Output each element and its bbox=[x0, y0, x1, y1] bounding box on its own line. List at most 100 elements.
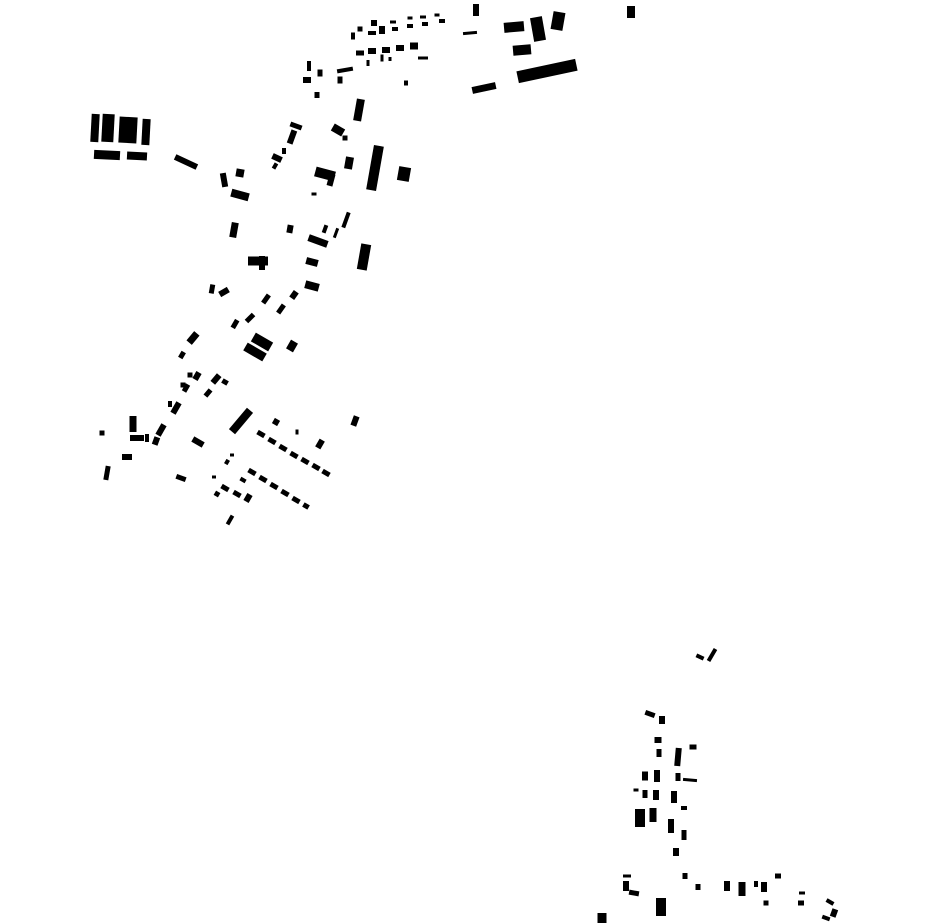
building-footprint bbox=[232, 489, 242, 499]
building-footprint bbox=[126, 151, 148, 161]
building-footprint bbox=[825, 898, 835, 906]
building-footprint bbox=[366, 144, 384, 192]
building-footprint bbox=[280, 488, 290, 498]
building-footprint bbox=[396, 45, 404, 51]
building-footprint bbox=[230, 453, 234, 457]
building-footprint bbox=[315, 438, 325, 450]
building-footprint bbox=[649, 808, 657, 822]
building-footprint bbox=[337, 76, 343, 84]
building-footprint bbox=[798, 900, 804, 906]
building-footprint bbox=[289, 121, 303, 131]
building-footprint bbox=[289, 450, 299, 460]
building-footprint bbox=[247, 467, 257, 477]
building-footprint bbox=[186, 331, 200, 345]
building-footprint bbox=[302, 502, 310, 510]
building-footprint bbox=[530, 16, 546, 42]
building-footprint bbox=[271, 417, 281, 427]
building-footprint bbox=[289, 290, 299, 300]
building-footprint bbox=[368, 31, 376, 35]
building-footprint bbox=[659, 716, 665, 724]
building-footprint bbox=[356, 243, 372, 271]
building-footprint bbox=[356, 50, 364, 56]
building-footprint bbox=[404, 80, 408, 86]
building-footprint bbox=[248, 256, 268, 266]
building-footprint bbox=[271, 153, 283, 163]
building-footprint bbox=[173, 154, 199, 170]
building-footprint bbox=[388, 57, 392, 61]
building-footprint bbox=[230, 318, 240, 330]
building-footprint bbox=[295, 429, 299, 435]
building-footprint bbox=[754, 881, 758, 887]
building-footprint bbox=[145, 434, 149, 442]
building-footprint bbox=[371, 20, 377, 26]
building-footprint bbox=[368, 48, 376, 54]
building-footprint bbox=[191, 436, 205, 448]
building-footprint bbox=[256, 429, 266, 439]
building-footprint bbox=[706, 647, 718, 663]
building-footprint bbox=[642, 790, 648, 798]
building-footprint bbox=[341, 211, 351, 229]
building-footprint bbox=[829, 908, 839, 918]
building-footprint bbox=[628, 889, 640, 897]
building-footprint bbox=[244, 312, 256, 324]
building-footprint bbox=[141, 118, 151, 146]
building-footprint bbox=[627, 6, 635, 18]
building-footprint bbox=[129, 416, 137, 432]
building-footprint bbox=[695, 884, 701, 890]
building-footprint bbox=[512, 44, 532, 56]
building-footprint bbox=[682, 777, 698, 783]
building-footprint bbox=[738, 882, 746, 896]
building-footprint bbox=[682, 873, 688, 879]
building-footprint bbox=[379, 26, 385, 34]
building-footprint bbox=[239, 476, 247, 484]
building-footprint bbox=[259, 256, 265, 270]
building-footprint bbox=[178, 350, 186, 360]
building-footprint bbox=[635, 809, 645, 827]
building-footprint bbox=[103, 465, 111, 481]
building-footprint bbox=[269, 481, 279, 491]
building-footprint bbox=[192, 371, 202, 381]
building-footprint bbox=[286, 224, 294, 234]
building-footprint bbox=[330, 123, 346, 137]
building-footprint bbox=[390, 20, 396, 24]
building-footprint bbox=[763, 900, 769, 906]
building-footprint bbox=[224, 458, 230, 466]
building-footprint bbox=[656, 898, 666, 916]
building-footprint bbox=[321, 468, 331, 478]
building-footprint bbox=[317, 69, 323, 77]
building-footprint bbox=[208, 284, 216, 294]
building-footprint bbox=[422, 22, 428, 26]
building-footprint bbox=[276, 303, 286, 315]
building-footprint bbox=[225, 514, 235, 526]
building-footprint bbox=[321, 224, 329, 234]
building-footprint bbox=[101, 113, 115, 143]
building-footprint bbox=[230, 188, 250, 202]
building-footprint bbox=[221, 378, 229, 386]
building-footprint bbox=[99, 430, 105, 436]
building-cluster-north bbox=[90, 4, 635, 526]
building-footprint bbox=[218, 286, 230, 298]
building-footprint bbox=[668, 819, 674, 833]
building-footprint bbox=[654, 737, 662, 743]
building-footprint bbox=[307, 61, 311, 71]
building-footprint bbox=[258, 474, 268, 484]
building-footprint bbox=[175, 473, 187, 483]
building-footprint bbox=[243, 342, 267, 362]
building-footprint bbox=[311, 192, 317, 196]
building-footprint bbox=[267, 436, 277, 446]
building-footprint bbox=[271, 162, 279, 170]
building-footprint bbox=[407, 24, 413, 28]
building-footprint bbox=[654, 770, 660, 782]
building-footprint bbox=[351, 32, 355, 40]
building-footprint bbox=[303, 77, 311, 83]
building-footprint bbox=[550, 11, 566, 31]
building-footprint bbox=[219, 172, 229, 188]
building-footprint bbox=[229, 222, 239, 238]
building-footprint bbox=[336, 66, 354, 74]
building-footprint bbox=[695, 653, 705, 661]
building-footprint bbox=[305, 257, 319, 267]
building-footprint bbox=[326, 173, 336, 187]
building-footprint bbox=[181, 383, 191, 393]
